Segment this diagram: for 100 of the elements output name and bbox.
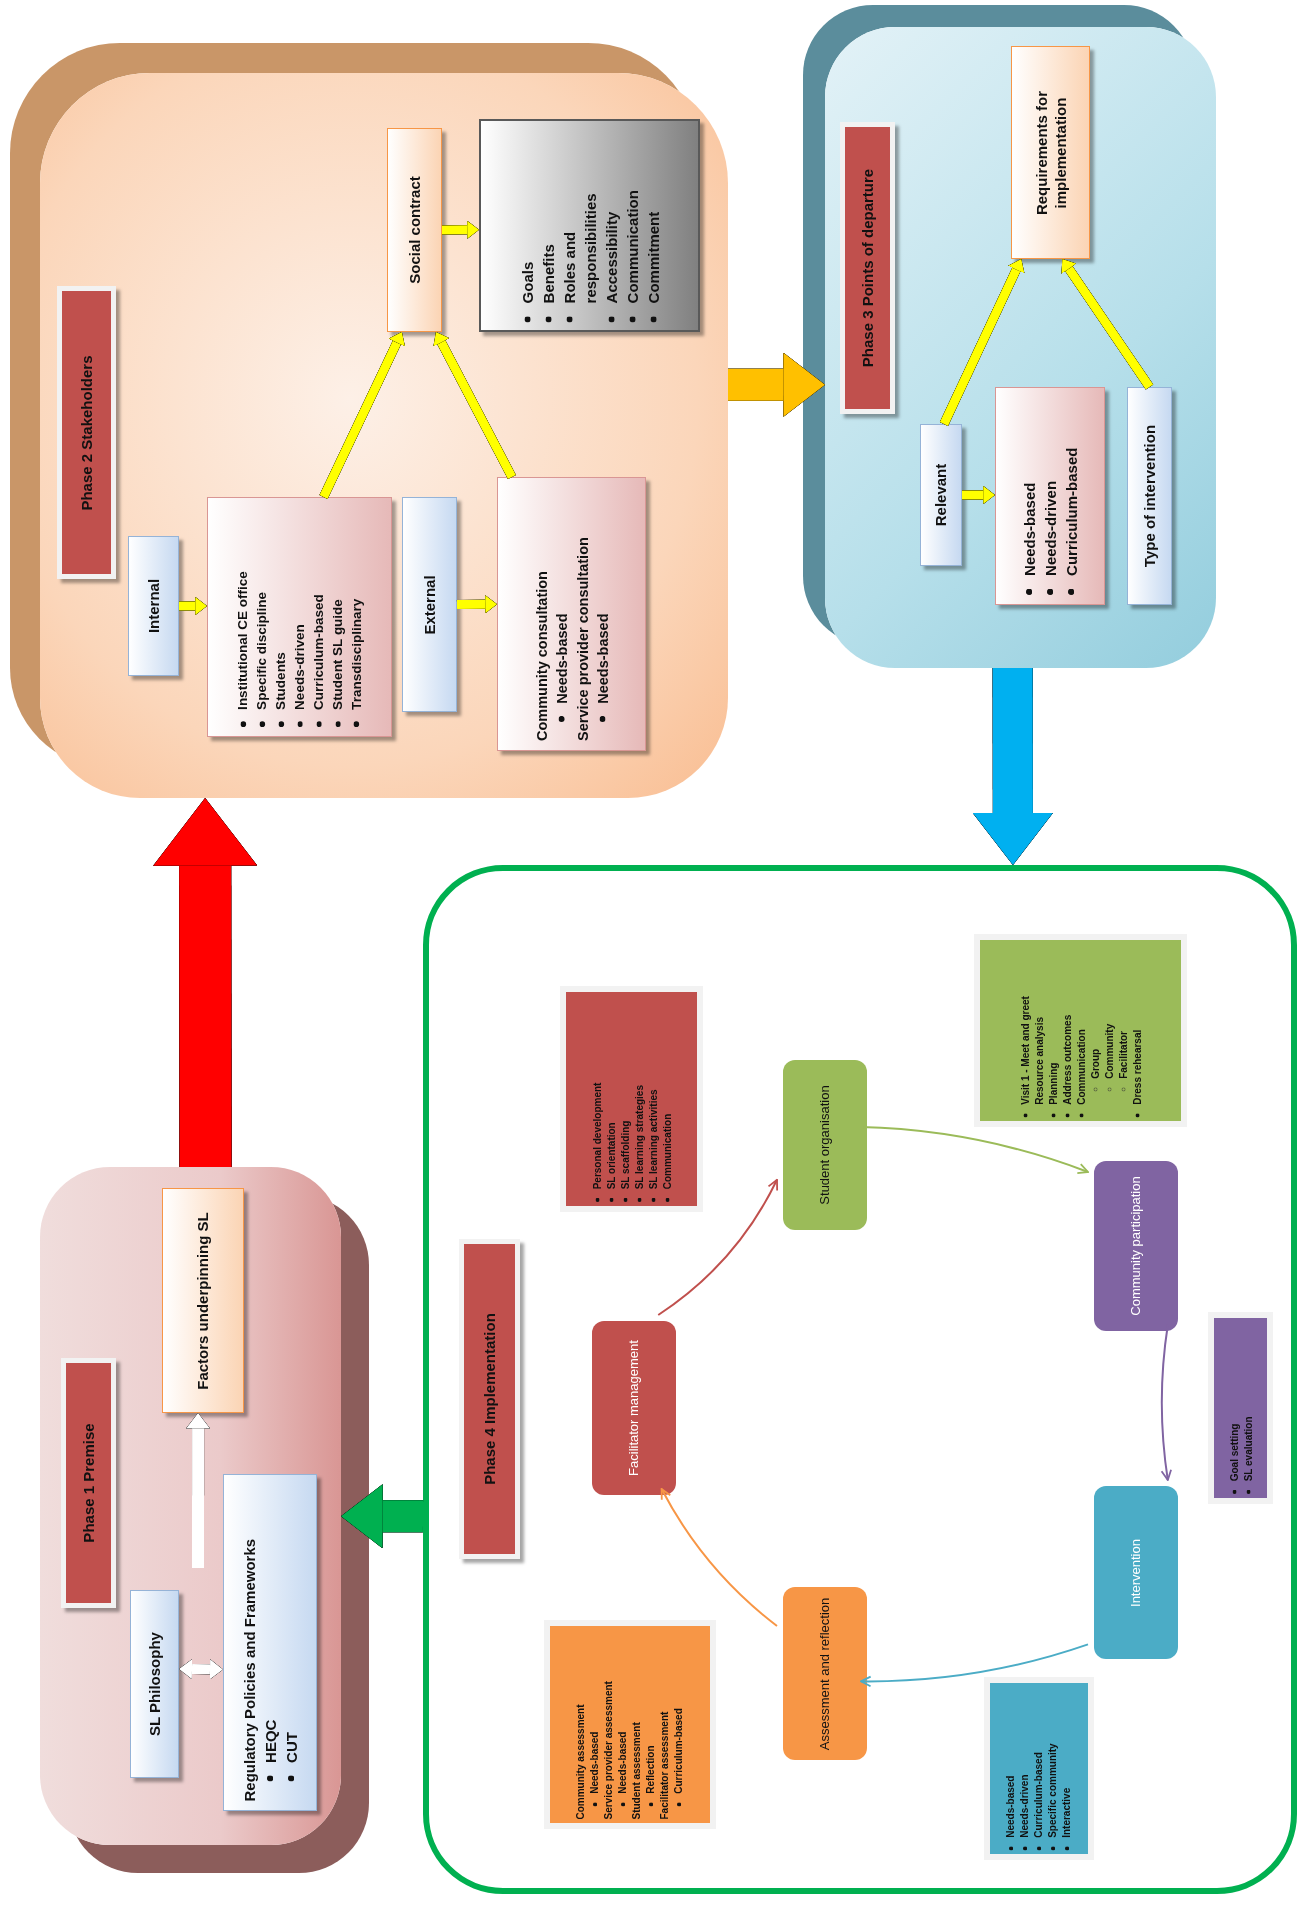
list-item: Transdisciplinary bbox=[346, 598, 365, 710]
list-item: Communication bbox=[622, 189, 641, 303]
list-item: Specific community bbox=[1046, 1742, 1059, 1838]
list-item: Goals bbox=[517, 261, 536, 303]
list-item: Curriculum-based bbox=[1061, 447, 1081, 576]
label-box bbox=[1011, 46, 1090, 259]
process-box bbox=[592, 1321, 676, 1495]
label-box bbox=[223, 1474, 317, 1811]
list-item: Group bbox=[1087, 1048, 1102, 1079]
list-item: Needs-based bbox=[616, 1731, 629, 1794]
list-box bbox=[207, 497, 392, 737]
list-item: Accessibility bbox=[601, 211, 621, 303]
arrow bbox=[1061, 259, 1154, 390]
block-arrow bbox=[153, 798, 258, 1167]
list-box bbox=[995, 387, 1105, 605]
list-item: Needs-driven bbox=[1040, 480, 1060, 576]
block-arrow bbox=[341, 1484, 424, 1549]
label-box bbox=[402, 497, 457, 712]
arrow bbox=[433, 332, 516, 480]
curved-arrow bbox=[860, 1643, 1089, 1687]
list-item: Benefits bbox=[538, 243, 557, 303]
phase-label-box bbox=[459, 1239, 520, 1559]
list-item: HEQC bbox=[260, 1719, 280, 1763]
list-item: Needs-driven bbox=[290, 624, 308, 710]
list-item: Curriculum-based bbox=[1032, 1751, 1045, 1838]
list-item: Curriculum-based bbox=[308, 594, 326, 710]
label-box bbox=[162, 1188, 244, 1413]
list-item: Needs-based bbox=[552, 613, 571, 704]
process-label: Community participation bbox=[1127, 1176, 1144, 1316]
list-item: Planning bbox=[1045, 1062, 1060, 1105]
process-label: Intervention bbox=[1127, 1538, 1144, 1607]
list-box bbox=[1208, 1312, 1273, 1504]
list-item: Communication bbox=[659, 1113, 673, 1190]
list-item: Commitment bbox=[643, 211, 662, 303]
double-arrow bbox=[179, 1659, 223, 1680]
box-label: SL Philosophy bbox=[145, 1632, 164, 1736]
curved-arrow bbox=[660, 1488, 778, 1627]
list-item: Service provider consultation bbox=[572, 537, 592, 741]
box-label: Type of intervention bbox=[1140, 424, 1159, 568]
label-box bbox=[128, 536, 179, 676]
list-item: SL learning strategies bbox=[631, 1085, 646, 1190]
box-label: Social contract bbox=[405, 176, 424, 284]
list-item: Student SL guide bbox=[327, 599, 346, 710]
process-label: Facilitator management bbox=[625, 1340, 642, 1476]
list-item: Needs-based bbox=[592, 613, 611, 704]
list-item: Facilitator assessment bbox=[658, 1711, 671, 1819]
block-arrow bbox=[728, 352, 825, 417]
list-item: SL orientation bbox=[603, 1122, 617, 1190]
list-item: Regulatory Policies and Frameworks bbox=[239, 1538, 259, 1801]
arrow bbox=[319, 332, 405, 499]
label-box bbox=[920, 424, 962, 566]
list-item: Needs-based bbox=[1004, 1775, 1017, 1838]
phase-title: Phase 1 Premise bbox=[79, 1423, 98, 1543]
box-label: Relevant bbox=[931, 463, 950, 527]
block-arrow bbox=[972, 668, 1053, 865]
phase-title: Phase 2 Stakeholders bbox=[77, 354, 96, 511]
list-box bbox=[479, 119, 700, 332]
list-item: Student assessment bbox=[630, 1721, 643, 1819]
list-item: Communication bbox=[1073, 1028, 1087, 1105]
box-label: External bbox=[420, 574, 439, 635]
list-item: Needs-based bbox=[588, 1731, 601, 1794]
list-box bbox=[544, 1620, 716, 1829]
list-item: Interactive bbox=[1060, 1787, 1073, 1838]
list-item: SL evaluation bbox=[1240, 1416, 1254, 1482]
curved-arrow bbox=[657, 1178, 778, 1316]
list-item: Resource analysis bbox=[1031, 1016, 1046, 1105]
list-item: Facilitator bbox=[1115, 1030, 1129, 1079]
list-box bbox=[984, 1677, 1094, 1860]
list-item: Reflection bbox=[644, 1744, 657, 1794]
box-label: Factors underpinning SL bbox=[193, 1211, 212, 1390]
list-item: Visit 1 - Meet and greet bbox=[1017, 995, 1032, 1105]
list-item: Needs-based bbox=[1019, 482, 1039, 576]
list-box bbox=[560, 986, 703, 1212]
list-item: Specific discipline bbox=[252, 592, 270, 710]
label-box bbox=[387, 128, 442, 332]
arrow bbox=[962, 485, 995, 504]
arrow bbox=[441, 220, 479, 239]
list-item: Address outcomes bbox=[1059, 1014, 1073, 1105]
list-item: Dress rehearsal bbox=[1129, 1029, 1143, 1105]
list-item: Community bbox=[1101, 1023, 1116, 1079]
process-box bbox=[1094, 1486, 1178, 1659]
phase-label-box bbox=[61, 1358, 116, 1608]
label-box bbox=[130, 1590, 179, 1778]
process-box bbox=[1094, 1161, 1178, 1331]
list-item: Students bbox=[271, 652, 289, 710]
list-item: Curriculum-based bbox=[672, 1707, 685, 1794]
label-box bbox=[1127, 387, 1172, 605]
list-item: Personal development bbox=[589, 1082, 604, 1190]
box-label: Requirements for implementation bbox=[1031, 89, 1070, 217]
process-box bbox=[783, 1060, 867, 1230]
arrow bbox=[186, 1413, 211, 1568]
process-label: Assessment and reflection bbox=[816, 1597, 833, 1750]
list-item: SL scaffolding bbox=[617, 1120, 632, 1190]
list-box bbox=[497, 477, 646, 751]
arrow bbox=[179, 597, 207, 615]
phase-label-box bbox=[57, 286, 116, 579]
arrow bbox=[939, 259, 1025, 426]
arrow bbox=[456, 595, 497, 614]
box-label: Internal bbox=[144, 578, 163, 634]
list-item: Roles and responsibilities bbox=[559, 191, 600, 303]
